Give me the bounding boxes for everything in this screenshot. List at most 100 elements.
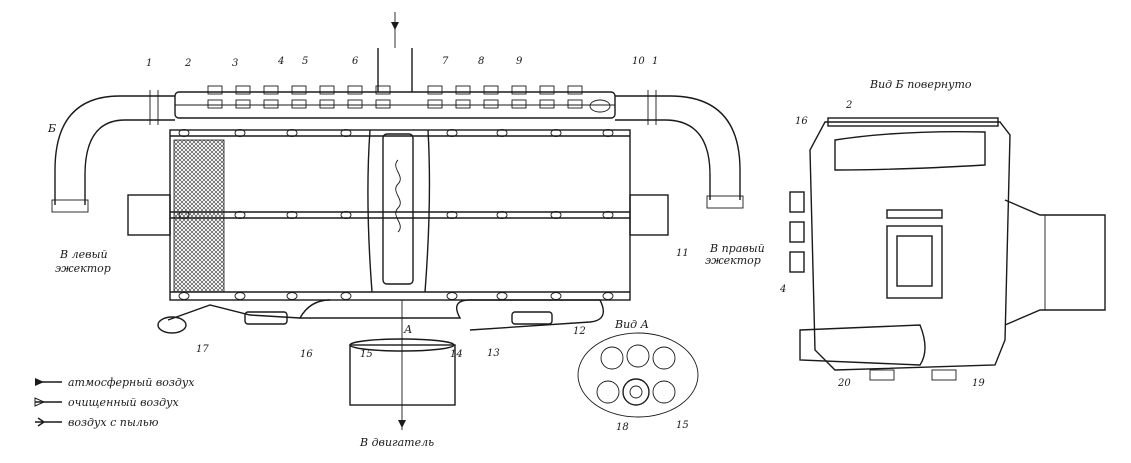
view-a (577, 332, 699, 418)
callout-3: 3 (232, 58, 238, 69)
callout-16: 16 (300, 349, 313, 360)
callout-9: 9 (516, 56, 523, 67)
callout-1: 1 (146, 58, 152, 69)
rail-bolt (178, 211, 190, 219)
cyclone-tube (483, 85, 499, 95)
cyclone-tube (539, 85, 555, 95)
cyclone-tube (455, 85, 471, 95)
rail-bolt (550, 292, 562, 300)
label-view-a: Вид А (614, 318, 649, 331)
filter-mesh (173, 139, 225, 293)
callout-12: 12 (573, 326, 586, 337)
callout-b-19: 19 (972, 378, 985, 389)
cyclone-tube (207, 99, 223, 109)
cyclone-tube (511, 85, 527, 95)
label-arrow-b: Б (47, 122, 56, 135)
callout-1-right: 1 (652, 56, 658, 67)
cyclone-tube (483, 99, 499, 109)
callout-14: 14 (450, 349, 463, 360)
callout-2: 2 (184, 58, 191, 69)
legend-item-atmospheric: атмосферный воздух (68, 376, 195, 389)
callout-4: 4 (277, 56, 284, 67)
callout-a-18: 18 (616, 422, 629, 433)
central-duct (367, 129, 431, 293)
cyclone-tube (539, 99, 555, 109)
label-arrow-a: А (403, 323, 412, 336)
callout-5: 5 (302, 56, 308, 67)
label-to-left: В левый (59, 248, 108, 261)
cyclone-tube (319, 99, 335, 109)
rail-bolt (234, 211, 246, 219)
rail-bolt (234, 129, 246, 137)
label-ejector-left: эжектор (55, 262, 111, 275)
top-inlet-pipe (377, 12, 413, 92)
right-elbow-pipe (615, 90, 744, 209)
cyclone-tube (263, 85, 279, 95)
view-b (789, 117, 1106, 381)
callout-11: 11 (676, 248, 689, 259)
right-stub (629, 194, 669, 236)
legend-item-dusty: воздух с пылью (68, 416, 159, 429)
rail-bolt (340, 211, 352, 219)
rail-bolt (496, 292, 508, 300)
rail-bolt (446, 211, 458, 219)
rail-bolt (550, 211, 562, 219)
cyclone-tube (567, 85, 583, 95)
callout-15: 15 (360, 349, 373, 360)
cyclone-tube (427, 85, 443, 95)
callout-b-16: 16 (795, 116, 808, 127)
cyclone-tube (375, 99, 391, 109)
cyclone-tube (235, 85, 251, 95)
left-stub (127, 194, 171, 236)
label-ejector-right: эжектор (705, 254, 761, 267)
callout-b-4: 4 (779, 284, 786, 295)
rail-bolt (446, 129, 458, 137)
cyclone-tubes-top (207, 85, 583, 109)
cyclone-tube (291, 85, 307, 95)
callout-10: 10 (632, 56, 645, 67)
rail-bolt (496, 211, 508, 219)
rail-bolt (496, 129, 508, 137)
cyclone-tube (375, 85, 391, 95)
rail-bolt (286, 211, 298, 219)
rail-bolt (446, 292, 458, 300)
rail-bolt (178, 129, 190, 137)
cyclone-tube (567, 99, 583, 109)
rail-bolt (602, 292, 614, 300)
cyclone-tube (263, 99, 279, 109)
rail-bolt (286, 129, 298, 137)
cyclone-tube (511, 99, 527, 109)
label-view-b: Вид Б повернуто (869, 78, 972, 91)
legend (34, 378, 62, 427)
rail-bolt (550, 129, 562, 137)
bypass-tubes (157, 304, 553, 334)
rail-bolt (340, 129, 352, 137)
rail-bolt (234, 292, 246, 300)
callout-b-20: 20 (837, 378, 851, 389)
cyclone-tube (319, 85, 335, 95)
rail-bolts (178, 129, 614, 300)
callout-17: 17 (196, 344, 209, 355)
bottom-outlet (298, 299, 604, 430)
callout-6: 6 (352, 56, 359, 67)
upper-manifold (174, 91, 616, 119)
rail-bolt (340, 292, 352, 300)
cyclone-tube (235, 99, 251, 109)
cyclone-tube (347, 85, 363, 95)
callout-7: 7 (442, 56, 449, 67)
callout-8: 8 (478, 56, 484, 67)
legend-item-clean: очищенный воздух (68, 396, 179, 409)
callout-a-15: 15 (676, 420, 689, 431)
cyclone-tube (427, 99, 443, 109)
left-elbow-pipe (51, 90, 175, 213)
cyclone-tube (207, 85, 223, 95)
rail-bolt (602, 211, 614, 219)
label-to-right: В правый (709, 242, 765, 255)
label-to-engine: В двигатель (359, 436, 434, 449)
rail-bolt (602, 129, 614, 137)
cyclone-tube (455, 99, 471, 109)
callout-b-2: 2 (845, 100, 852, 111)
cyclone-tube (291, 99, 307, 109)
rail-bolt (286, 292, 298, 300)
